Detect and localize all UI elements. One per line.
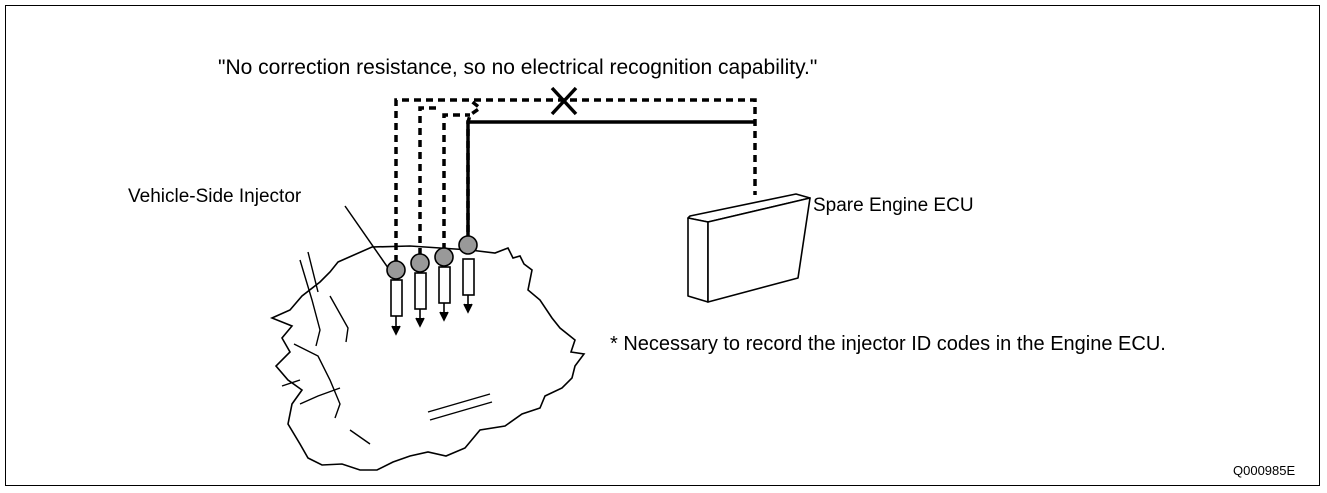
footnote-text: * Necessary to record the injector ID co… <box>610 333 1166 355</box>
injector-4-head <box>458 235 478 255</box>
ecu-side-face <box>707 197 811 303</box>
injector-3-head <box>434 247 454 267</box>
injector-1 <box>386 260 406 336</box>
ecu-box <box>687 193 811 303</box>
engine-details <box>281 251 493 445</box>
injector-1-head <box>386 260 406 280</box>
injector-label: Vehicle-Side Injector <box>128 186 302 207</box>
injector-2-head <box>410 253 430 273</box>
wire-injector-1 <box>394 98 757 262</box>
wire-injector-4-dashed <box>466 98 483 244</box>
figure-code: Q000985E <box>1233 463 1296 478</box>
engine-outline <box>269 245 586 471</box>
x-mark-icon <box>550 86 578 116</box>
ecu-label: Spare Engine ECU <box>813 195 974 216</box>
caption-text: "No correction resistance, so no electri… <box>218 56 818 79</box>
wire-injector-2 <box>418 106 440 255</box>
injector-3 <box>434 247 454 322</box>
injector-group <box>386 235 478 336</box>
ecu-front-face <box>687 217 709 303</box>
wire-injector-3 <box>442 113 470 250</box>
injector-leader-line <box>344 205 394 276</box>
figure-frame <box>5 5 1320 486</box>
injector-2 <box>410 253 430 328</box>
injector-4 <box>458 235 478 314</box>
